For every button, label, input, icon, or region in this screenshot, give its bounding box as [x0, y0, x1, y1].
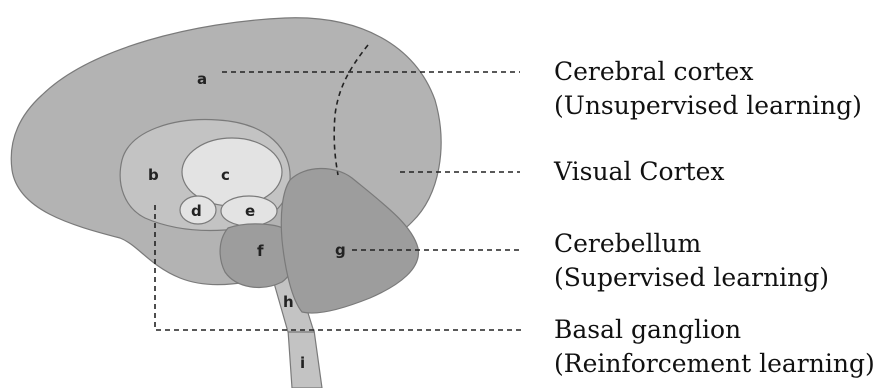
label-cerebral-cortex: Cerebral cortex — [554, 57, 753, 86]
region-h-label: h — [283, 293, 294, 311]
label-cerebellum: Cerebellum — [554, 229, 702, 258]
region-d-label: d — [191, 202, 202, 220]
region-f-label: f — [257, 242, 264, 260]
region-e-label: e — [245, 202, 255, 220]
label-cerebellum-sub: (Supervised learning) — [554, 263, 829, 292]
label-basal-ganglion: Basal ganglion — [554, 315, 741, 344]
region-g-label: g — [335, 241, 346, 259]
region-i-label: i — [300, 354, 305, 372]
label-basal-ganglion-sub: (Reinforcement learning) — [554, 349, 875, 378]
region-a-label: a — [197, 70, 207, 88]
region-c-label: c — [221, 166, 230, 184]
label-cerebral-cortex-sub: (Unsupervised learning) — [554, 91, 862, 120]
label-visual-cortex: Visual Cortex — [553, 157, 724, 186]
region-b-label: b — [148, 166, 159, 184]
